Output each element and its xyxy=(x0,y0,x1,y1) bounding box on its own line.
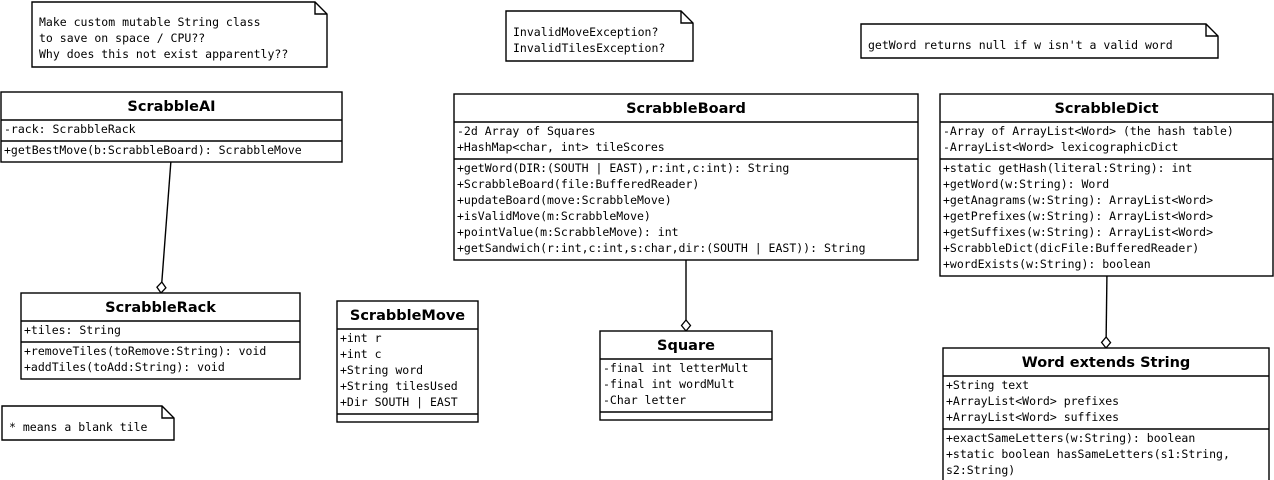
class-scrabble-ai-attribute: -rack: ScrabbleRack xyxy=(4,122,136,136)
class-word-method: +static boolean hasSameLetters(s1:String… xyxy=(946,447,1230,461)
note-exceptions-shape xyxy=(505,10,694,62)
class-scrabble-board-method: +getSandwich(r:int,c:int,s:char,dir:(SOU… xyxy=(457,241,866,255)
class-scrabble-move-attribute: +Dir SOUTH | EAST xyxy=(340,395,458,409)
class-square-attribute: -final int letterMult xyxy=(603,361,748,375)
association-line xyxy=(1105,269,1108,338)
class-scrabble-move-title: ScrabbleMove xyxy=(350,308,465,324)
class-scrabble-board-method: +ScrabbleBoard(file:BufferedReader) xyxy=(457,177,699,191)
class-square: Square -final int letterMult -final int wo… xyxy=(599,330,773,421)
class-square-attribute: -Char letter xyxy=(603,393,686,407)
class-scrabble-dict-method: +getAnagrams(w:String): ArrayList<Word> xyxy=(943,193,1213,207)
association-scrabble-dict-word xyxy=(1100,269,1112,350)
class-scrabble-ai: ScrabbleAI -rack: ScrabbleRack +getBestMov… xyxy=(0,91,343,163)
class-scrabble-dict-box xyxy=(939,93,1274,277)
aggregation-diamond-icon xyxy=(1100,335,1112,350)
class-scrabble-rack-attribute: +tiles: String xyxy=(24,323,121,337)
class-word-method: s2:String) xyxy=(946,463,1015,477)
note-mutable-string-line: Make custom mutable String class xyxy=(39,15,261,29)
note-mutable-string-fold xyxy=(314,2,327,15)
class-scrabble-rack-method: +addTiles(toAdd:String): void xyxy=(24,360,225,374)
classes: ScrabbleAI -rack: ScrabbleRack +getBestMov… xyxy=(0,91,1274,480)
association-scrabble-ai-scrabble-rack xyxy=(156,159,172,295)
note-mutable-string-line: Why does this not exist apparently?? xyxy=(39,47,288,61)
note-getword-fold xyxy=(1205,24,1218,37)
class-word-attribute: +ArrayList<Word> prefixes xyxy=(946,394,1119,408)
class-scrabble-ai-title: ScrabbleAI xyxy=(127,99,215,115)
class-scrabble-move-attribute: +String word xyxy=(340,363,423,377)
associations xyxy=(156,159,1112,350)
association-scrabble-board-square xyxy=(680,258,692,333)
note-getword: getWord returns null if w isn't a valid … xyxy=(860,23,1219,59)
note-blank-tile-shape xyxy=(1,405,175,441)
note-exceptions: InvalidMoveException? InvalidTilesExcepti… xyxy=(505,10,694,62)
class-scrabble-rack-title: ScrabbleRack xyxy=(105,300,216,316)
class-scrabble-board: ScrabbleBoard -2d Array of Squares +HashMa… xyxy=(453,93,919,261)
class-scrabble-dict-attribute: -ArrayList<Word> lexicographicDict xyxy=(943,140,1178,154)
class-scrabble-dict-attribute: -Array of ArrayList<Word> (the hash tabl… xyxy=(943,124,1234,138)
class-word-box xyxy=(942,347,1270,480)
class-scrabble-board-method: +updateBoard(move:ScrabbleMove) xyxy=(457,193,672,207)
class-scrabble-ai-method: +getBestMove(b:ScrabbleBoard): ScrabbleM… xyxy=(4,143,302,157)
class-scrabble-move-attribute: +String tilesUsed xyxy=(340,379,458,393)
note-mutable-string-line: to save on space / CPU?? xyxy=(39,31,205,45)
note-blank-tile: * means a blank tile xyxy=(1,405,175,441)
class-scrabble-board-attribute: -2d Array of Squares xyxy=(457,124,595,138)
class-scrabble-rack-box xyxy=(20,292,301,380)
class-scrabble-rack-method: +removeTiles(toRemove:String): void xyxy=(24,344,266,358)
class-word-title: Word extends String xyxy=(1022,355,1191,371)
aggregation-diamond-icon xyxy=(156,281,167,295)
class-scrabble-dict-method: +wordExists(w:String): boolean xyxy=(943,257,1151,271)
class-word-attribute: +String text xyxy=(946,378,1029,392)
class-scrabble-move-attribute: +int r xyxy=(340,331,382,345)
class-scrabble-board-method: +getWord(DIR:(SOUTH | EAST),r:int,c:int)… xyxy=(457,161,789,175)
class-scrabble-dict-method: +static getHash(literal:String): int xyxy=(943,161,1192,175)
class-square-attribute: -final int wordMult xyxy=(603,377,735,391)
class-scrabble-rack: ScrabbleRack +tiles: String +removeTiles(t… xyxy=(20,292,301,380)
note-mutable-string: Make custom mutable String class to save … xyxy=(31,1,328,68)
class-word: Word extends String +String text +ArrayLis… xyxy=(942,347,1270,480)
note-exceptions-line: InvalidTilesException? xyxy=(513,41,665,55)
note-mutable-string-shape xyxy=(31,1,328,68)
class-scrabble-move-attribute: +int c xyxy=(340,347,382,361)
note-exceptions-fold xyxy=(680,11,693,24)
class-word-attribute: +ArrayList<Word> suffixes xyxy=(946,410,1119,424)
aggregation-diamond-icon xyxy=(680,318,692,333)
class-word-method: +exactSameLetters(w:String): boolean xyxy=(946,431,1195,445)
class-scrabble-move: ScrabbleMove +int r +int c +String word +Str… xyxy=(336,300,479,423)
note-getword-shape xyxy=(860,23,1219,59)
class-scrabble-board-method: +isValidMove(m:ScrabbleMove) xyxy=(457,209,651,223)
class-scrabble-board-attribute: +HashMap<char, int> tileScores xyxy=(457,140,665,154)
class-scrabble-dict-method: +ScrabbleDict(dicFile:BufferedReader) xyxy=(943,241,1199,255)
class-square-box xyxy=(599,330,773,421)
class-scrabble-board-title: ScrabbleBoard xyxy=(626,101,746,117)
class-scrabble-move-box xyxy=(336,300,479,423)
note-exceptions-line: InvalidMoveException? xyxy=(513,25,658,39)
note-blank-tile-fold xyxy=(161,406,174,419)
notes: Make custom mutable String class to save … xyxy=(1,1,1219,441)
note-getword-line: getWord returns null if w isn't a valid … xyxy=(868,38,1173,52)
association-line xyxy=(161,159,172,283)
class-scrabble-dict-method: +getWord(w:String): Word xyxy=(943,177,1109,191)
class-scrabble-dict-title: ScrabbleDict xyxy=(1054,101,1158,117)
class-scrabble-dict-method: +getPrefixes(w:String): ArrayList<Word> xyxy=(943,209,1213,223)
class-scrabble-ai-box xyxy=(0,91,343,163)
class-square-title: Square xyxy=(657,338,715,354)
class-scrabble-dict-method: +getSuffixes(w:String): ArrayList<Word> xyxy=(943,225,1213,239)
class-scrabble-board-method: +pointValue(m:ScrabbleMove): int xyxy=(457,225,679,239)
note-blank-tile-line: * means a blank tile xyxy=(9,420,148,434)
class-scrabble-dict: ScrabbleDict -Array of ArrayList<Word> (t… xyxy=(939,93,1274,277)
